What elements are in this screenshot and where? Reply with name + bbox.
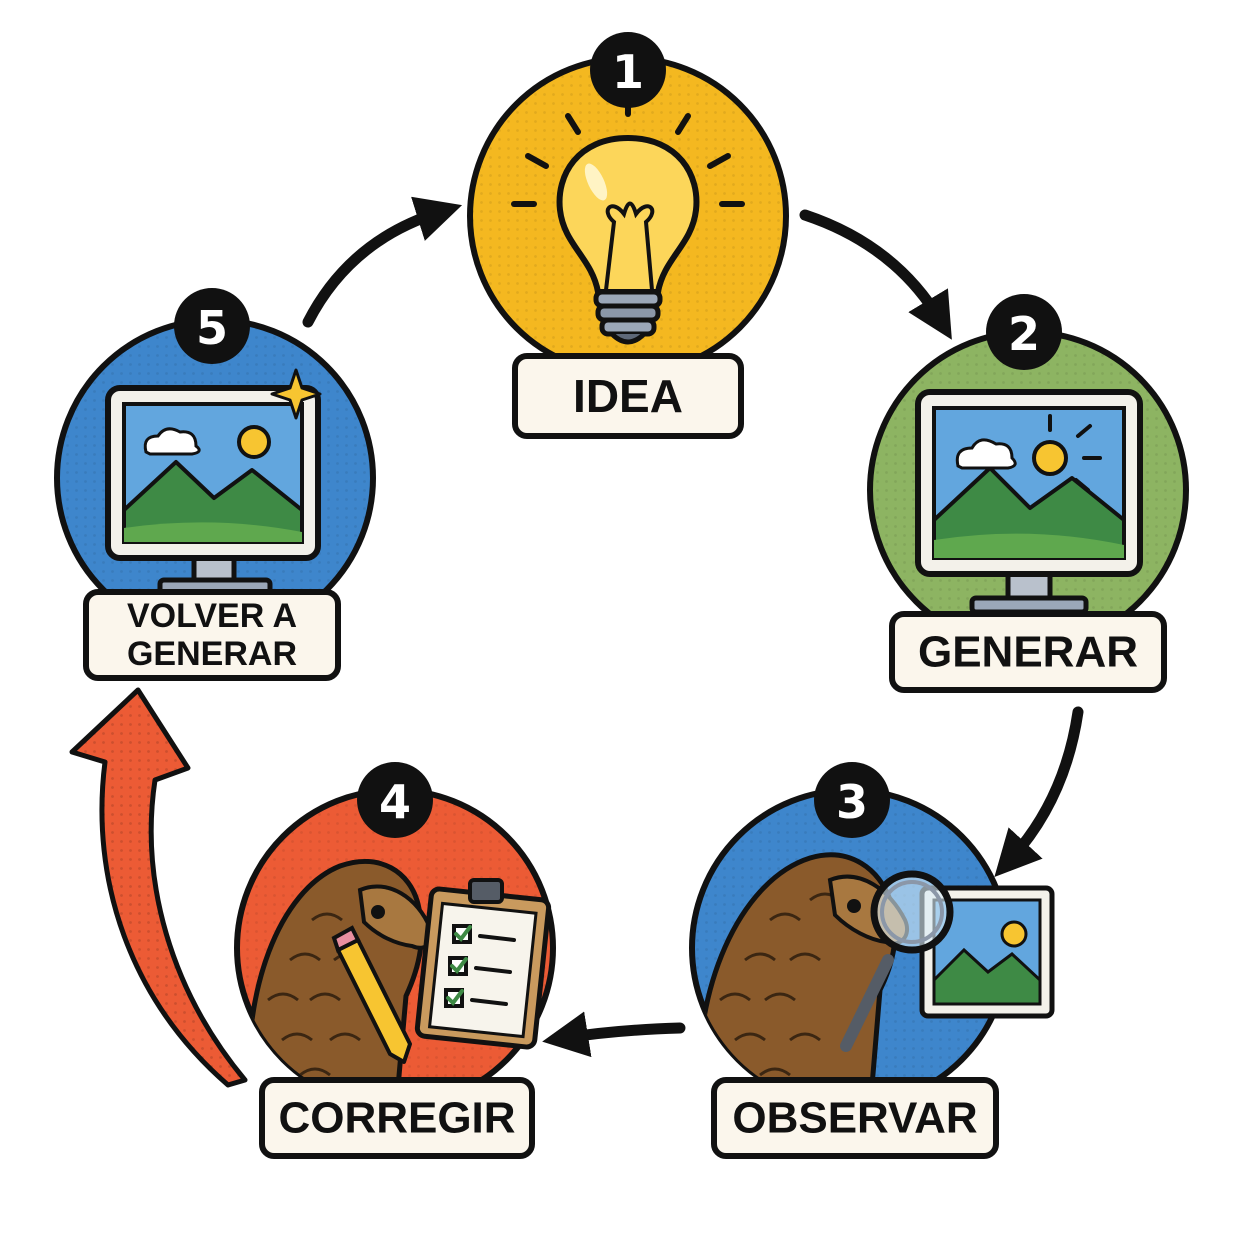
step-idea: IDEA 1 (467, 32, 789, 439)
step-observar-label: OBSERVAR (732, 1094, 977, 1143)
step-idea-label: IDEA (573, 370, 683, 422)
pencil-icon (331, 925, 412, 1064)
step-generar-label-box (889, 611, 1167, 693)
step-corregir-label-box (259, 1077, 535, 1159)
step-corregir-label: CORREGIR (278, 1094, 515, 1143)
arrow-volver-to-idea (302, 196, 463, 328)
step-generar-label: GENERAR (918, 628, 1138, 677)
step-generar-number: 2 (1008, 307, 1040, 361)
arrow-observar-to-corregir (542, 1011, 686, 1058)
step-observar-number: 3 (836, 775, 868, 829)
arrow-generar-to-observar (994, 706, 1084, 878)
return-arrow (69, 687, 248, 1088)
step-idea-number: 1 (612, 45, 644, 99)
step-corregir-number: 4 (379, 775, 411, 829)
clipboard-icon (414, 878, 552, 1050)
monitor-sparkle-icon (105, 368, 322, 597)
step-volver-label-line1: VOLVER A (127, 597, 297, 635)
magnifier-icon (840, 870, 954, 1052)
monitor-landscape-icon (915, 389, 1143, 615)
step-corregir: CORREGIR 4 (234, 762, 556, 1159)
arrow-idea-to-generar (799, 209, 952, 340)
step-observar: OBSERVAR 3 (689, 762, 1055, 1159)
step-generar: GENERAR 2 (867, 294, 1189, 693)
step-observar-number-badge (814, 762, 890, 838)
step-corregir-number-badge (357, 762, 433, 838)
step-volver-label-line2: GENERAR (127, 635, 297, 673)
lightbulb-icon (511, 93, 745, 345)
cycle-arrows (302, 196, 1084, 1058)
step-idea-label-box (512, 353, 744, 439)
step-volver-a-generar: VOLVER A GENERAR 5 (54, 288, 376, 681)
step-volver-number-badge (174, 288, 250, 364)
step-volver-number: 5 (196, 301, 228, 355)
step-generar-number-badge (986, 294, 1062, 370)
step-observar-label-box (711, 1077, 999, 1159)
step-volver-label-box (83, 589, 341, 681)
pangolin-checklist-icon (245, 859, 434, 1106)
step-idea-number-badge (590, 32, 666, 108)
